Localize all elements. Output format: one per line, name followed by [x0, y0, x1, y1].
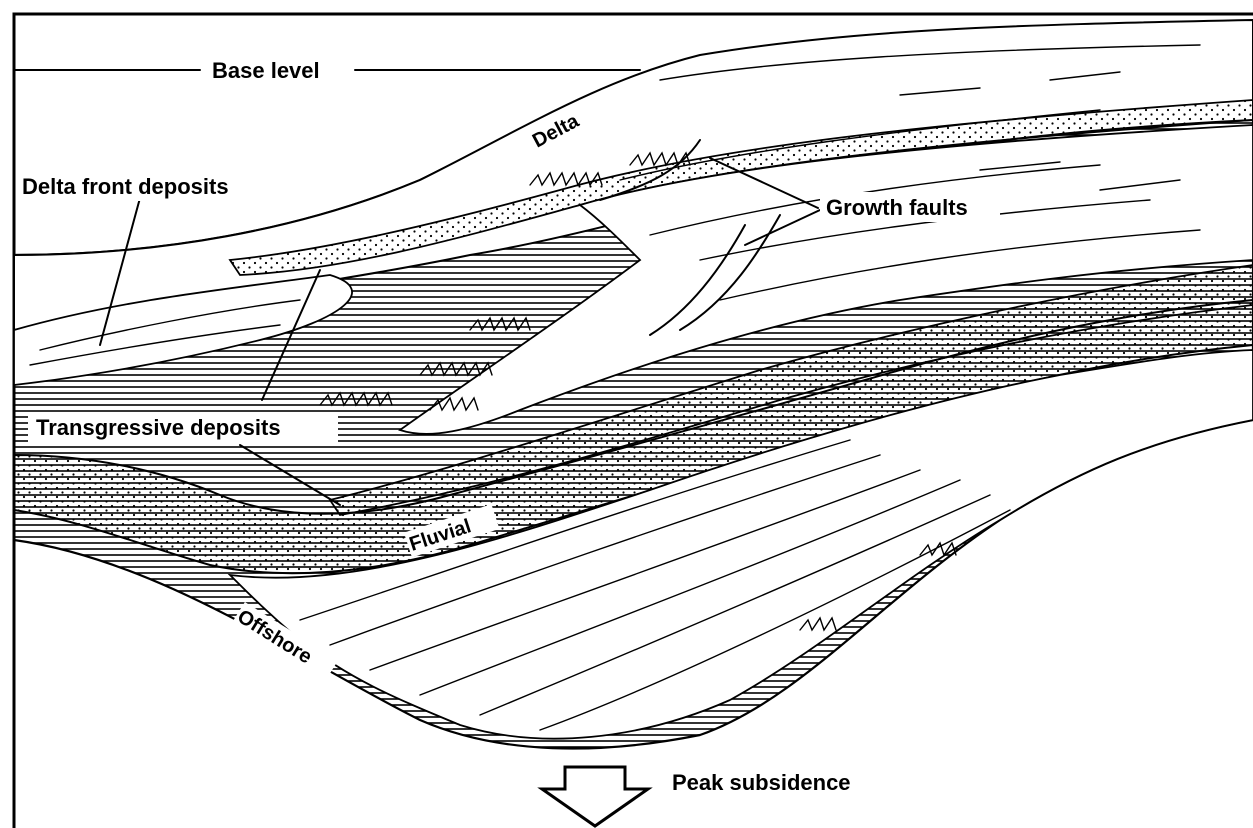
- svg-text:Delta front deposits: Delta front deposits: [22, 174, 229, 199]
- svg-text:Base level: Base level: [212, 58, 320, 83]
- subsidence-arrow-icon: [542, 767, 648, 826]
- svg-text:Transgressive deposits: Transgressive deposits: [36, 415, 281, 440]
- label-peak-subsidence: Peak subsidence: [672, 770, 851, 795]
- svg-text:Peak subsidence: Peak subsidence: [672, 770, 851, 795]
- label-delta-front-deposits: Delta front deposits: [18, 171, 280, 201]
- label-transgressive-deposits: Transgressive deposits: [28, 412, 338, 442]
- label-growth-faults: Growth faults: [820, 192, 1000, 222]
- svg-text:Growth faults: Growth faults: [826, 195, 968, 220]
- label-base-level: Base level: [205, 55, 353, 85]
